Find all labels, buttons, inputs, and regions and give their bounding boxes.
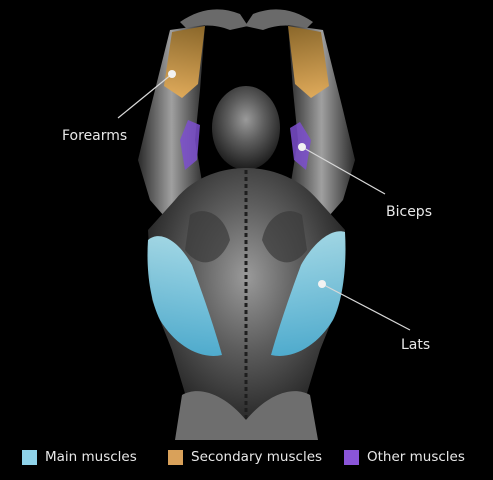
secondary-muscles-swatch — [168, 449, 183, 465]
secondary-muscles-label: Secondary muscles — [191, 449, 323, 465]
hips — [175, 391, 318, 440]
left-biceps-muscle — [180, 120, 200, 170]
forearms-pointer — [117, 73, 173, 119]
lats-label: Lats — [401, 337, 431, 353]
legend-main: Main muscles — [22, 449, 137, 465]
legend: Main muscles Secondary muscles Other mus… — [0, 443, 493, 473]
right-forearm-muscle — [288, 26, 329, 98]
biceps-label: Biceps — [386, 204, 432, 220]
pointer-lines — [117, 73, 411, 331]
torso — [148, 168, 345, 440]
legend-secondary: Secondary muscles — [168, 449, 322, 465]
lats-muscles — [147, 231, 346, 356]
main-muscles-swatch — [22, 449, 37, 465]
hands — [180, 9, 313, 31]
lats-pointer — [321, 283, 411, 331]
left-lat — [147, 236, 222, 356]
legend-other: Other muscles — [344, 449, 465, 465]
pointer-dots — [168, 70, 326, 288]
forearms-label: Forearms — [62, 128, 128, 144]
left-forearm-muscle — [164, 26, 205, 98]
other-muscles-label: Other muscles — [367, 449, 465, 465]
left-arm — [138, 25, 205, 240]
head — [212, 86, 280, 170]
biceps-pointer — [301, 146, 386, 195]
other-muscles-swatch — [344, 449, 359, 465]
right-lat — [271, 231, 346, 356]
main-muscles-label: Main muscles — [45, 449, 137, 465]
